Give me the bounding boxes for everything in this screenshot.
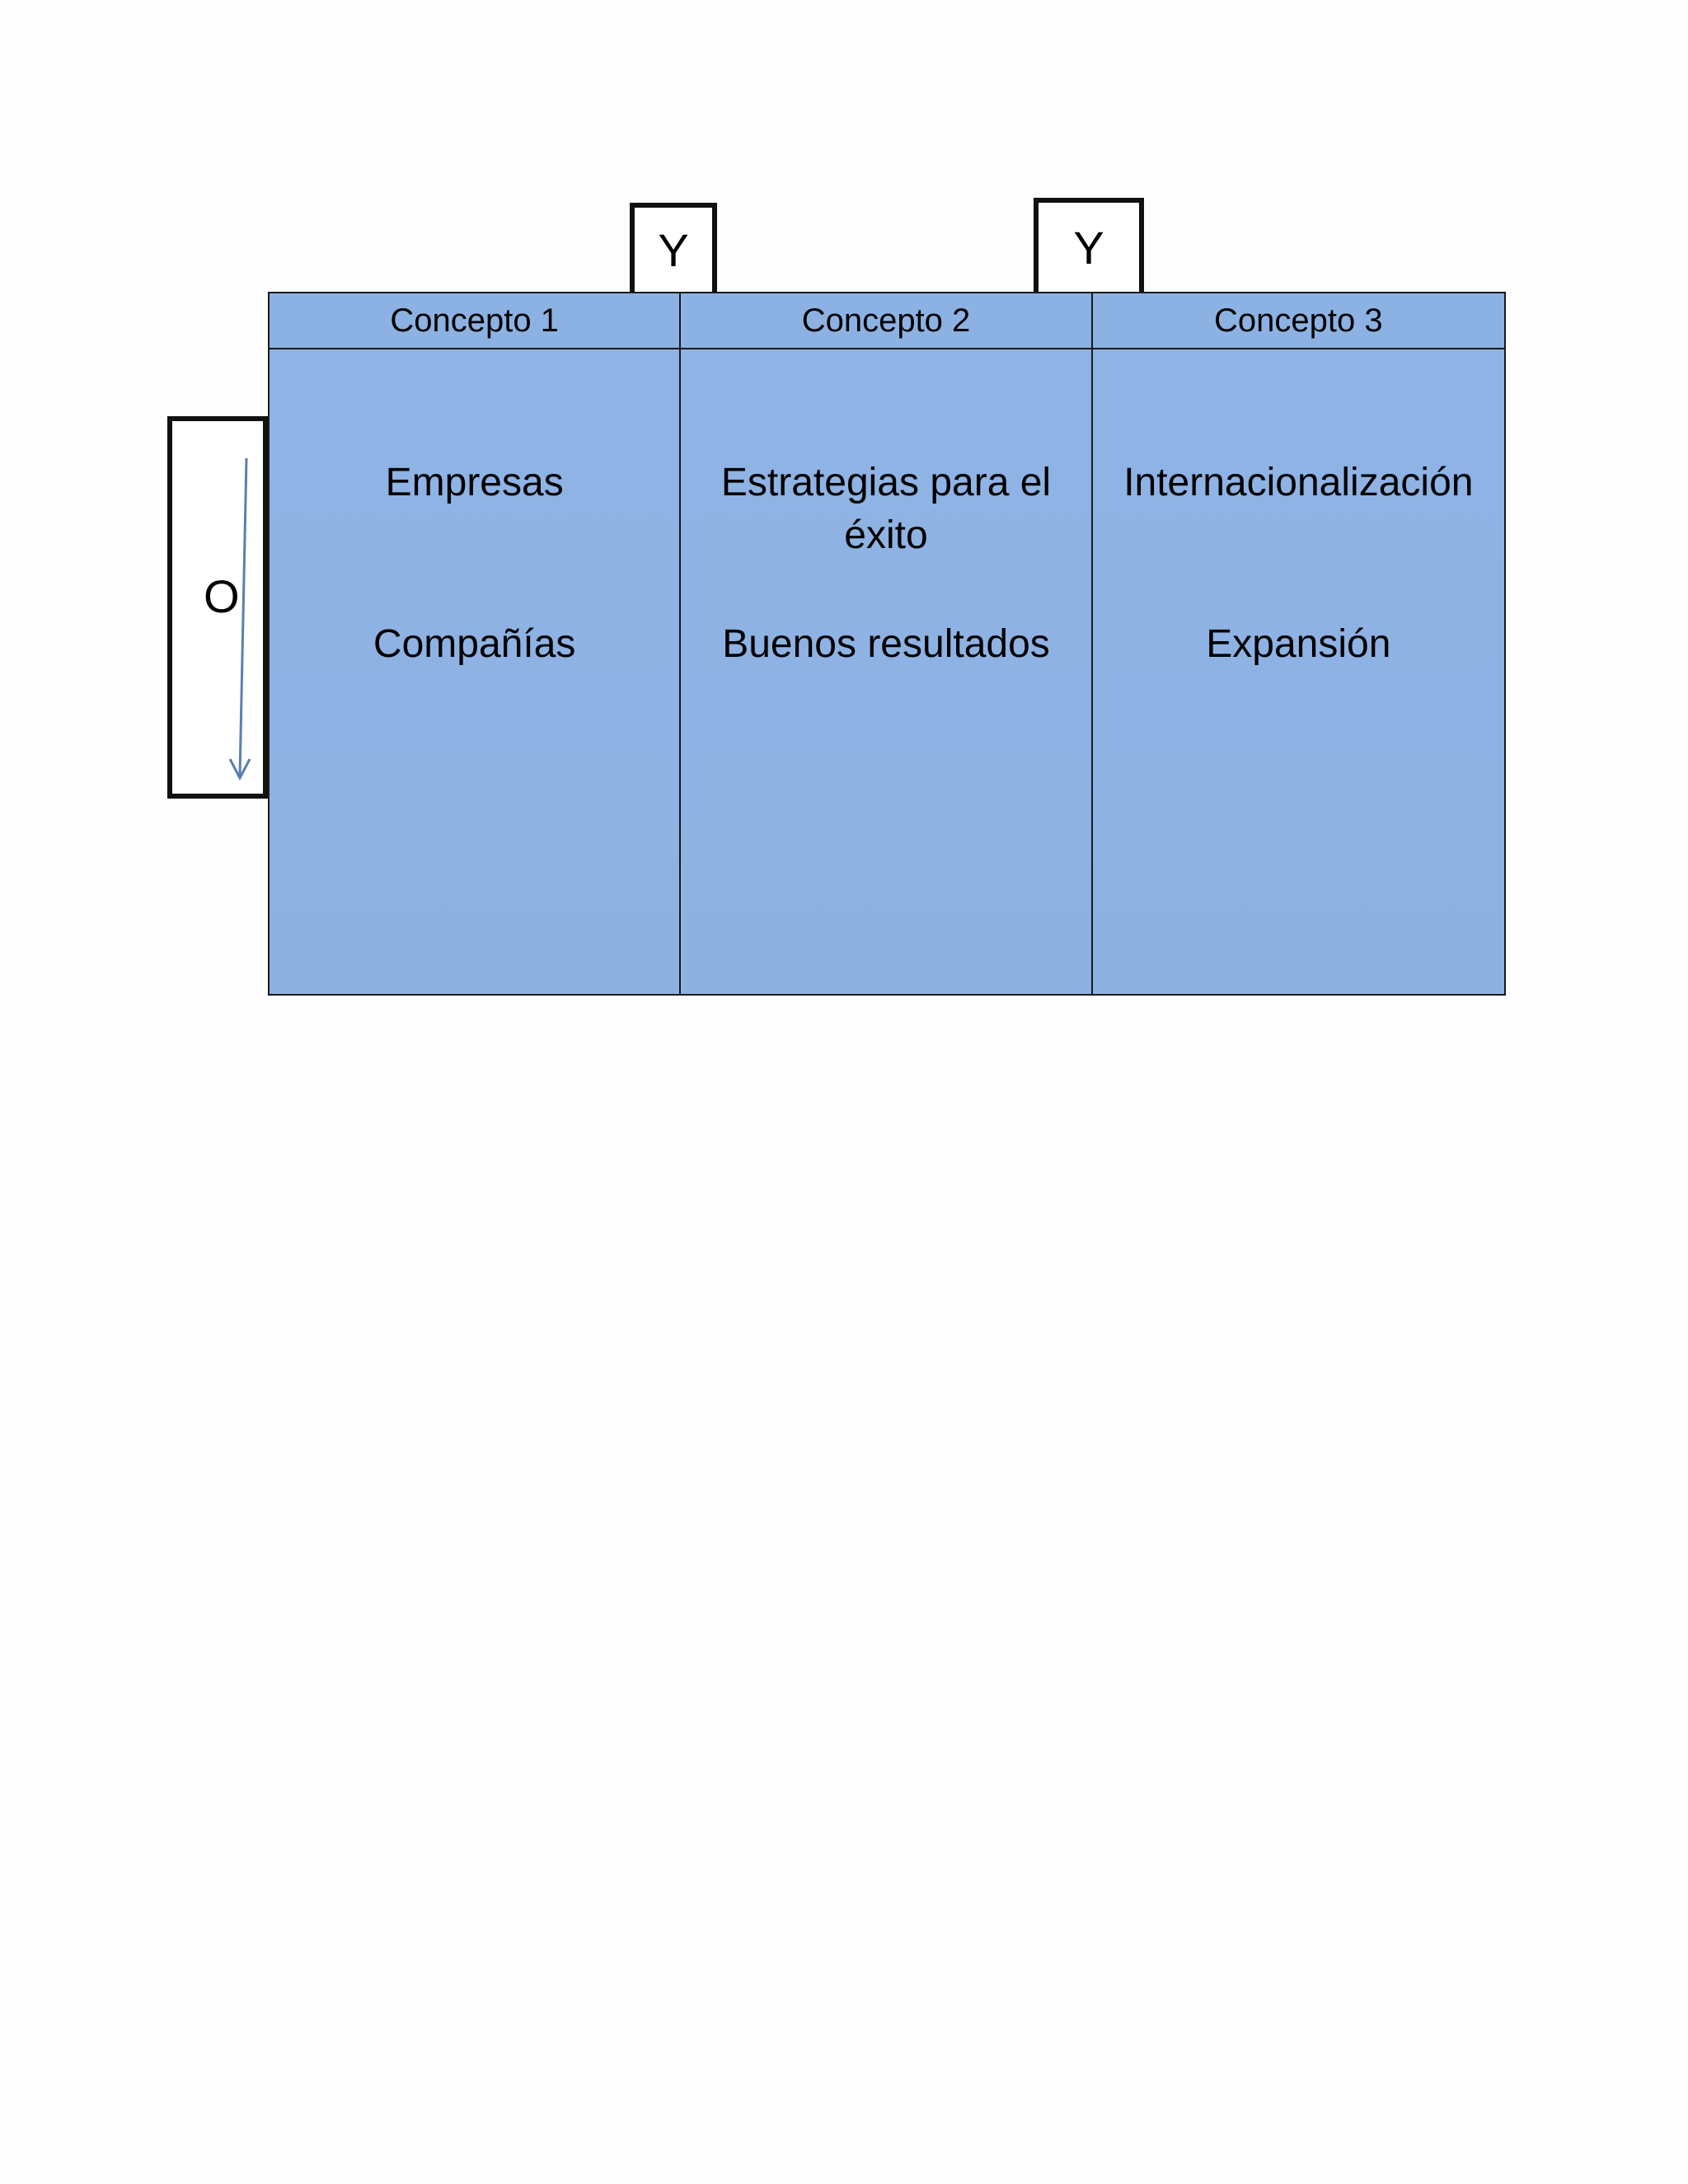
connector-y-right: Y [1034, 198, 1144, 297]
header-concepto-2: Concepto 2 [681, 293, 1093, 349]
column-concepto-1: Empresas Compañías [270, 349, 682, 994]
arrow-down-icon [228, 458, 251, 781]
cell-concepto-1-line2: Compañías [373, 622, 576, 666]
cell-concepto-2-line1: Estrategias para el éxito [720, 461, 1052, 557]
connector-o-label: O [204, 570, 240, 622]
header-concepto-1: Concepto 1 [270, 293, 682, 349]
cell-concepto-2-line2: Buenos resultados [722, 622, 1050, 666]
column-concepto-3: Internacionalización Expansión [1092, 349, 1504, 994]
connector-y-left: Y [630, 203, 717, 297]
cell-concepto-1-line1: Empresas [385, 461, 564, 504]
concept-table: Concepto 1 Concepto 2 Concepto 3 Empresa… [268, 292, 1506, 996]
cell-concepto-3-line1: Internacionalización [1123, 461, 1474, 504]
connector-o-box: O [167, 416, 268, 799]
connector-y-left-label: Y [658, 223, 689, 276]
column-concepto-2: Estrategias para el éxito Buenos resulta… [681, 349, 1093, 994]
cell-concepto-3-line2: Expansión [1206, 622, 1391, 666]
header-concepto-3: Concepto 3 [1092, 293, 1504, 349]
connector-y-right-label: Y [1073, 221, 1104, 274]
